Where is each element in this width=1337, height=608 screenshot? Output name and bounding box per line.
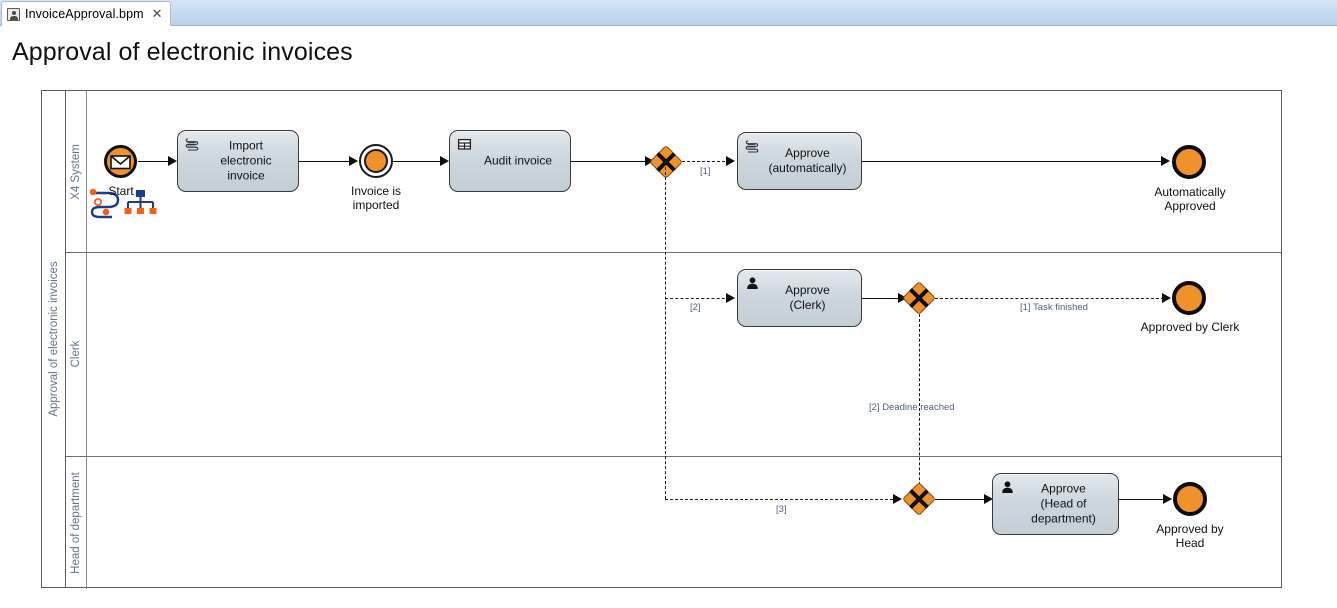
flow-approve-head-to-end (1119, 499, 1171, 500)
task-label: Approve (automatically) (768, 146, 847, 175)
flow-audit-to-gateway (571, 161, 651, 162)
flow-approve-clerk-to-gateway (862, 298, 904, 299)
task-approve-automatically[interactable]: Approve (automatically) (737, 132, 862, 190)
bpmn-diagram-canvas[interactable]: Approval of electronic invoices X4 Syste… (0, 70, 1337, 608)
flow-gateway-to-gateway-head (665, 499, 898, 500)
lane-clerk[interactable]: Clerk (66, 252, 1281, 456)
intermediate-event-invoice-imported[interactable] (359, 144, 393, 178)
flow-gateway-to-approve-clerk (665, 298, 730, 299)
arrowhead (168, 156, 177, 166)
exclusive-gateway-split[interactable] (649, 145, 683, 179)
task-approve-clerk[interactable]: Approve (Clerk) (737, 269, 862, 327)
flow-gateway-clerk-to-gateway-head (919, 314, 920, 500)
process-decoration-icon (89, 188, 157, 219)
user-icon (1002, 481, 1013, 493)
task-label: Import electronic invoice (220, 138, 272, 183)
arrowhead (1161, 156, 1170, 166)
start-message-event[interactable] (104, 145, 137, 178)
start-event-label: Start (108, 184, 134, 198)
close-icon[interactable]: ✕ (151, 6, 163, 22)
flow-approve-auto-to-end (862, 161, 1167, 162)
lane-divider-1 (66, 252, 1281, 253)
flow-start-to-import (138, 161, 174, 162)
arrowhead (1163, 494, 1172, 504)
flow-import-to-imported (299, 161, 355, 162)
task-label: Approve (Clerk) (785, 283, 830, 312)
lane-header-clerk: Clerk (66, 252, 87, 456)
arrowhead (726, 156, 735, 166)
task-import-electronic-invoice[interactable]: Import electronic invoice (177, 130, 299, 192)
arrowhead (440, 156, 449, 166)
lane-label-head-of-department: Head of department (70, 471, 82, 574)
arrowhead (726, 293, 735, 303)
tab-title: InvoiceApproval.bpm (25, 7, 144, 21)
lane-label-clerk: Clerk (70, 340, 82, 368)
arrowhead (984, 494, 993, 504)
user-icon (747, 277, 758, 289)
intermediate-event-label: Invoice is imported (350, 184, 402, 212)
end-event-label: Automatically Approved (1154, 185, 1226, 213)
flow-gateway-clerk-to-end (935, 298, 1169, 299)
task-label: Approve (Head of department) (1031, 481, 1096, 526)
flow-label-2: [2] (690, 302, 701, 313)
end-event-approved-by-head[interactable] (1173, 482, 1207, 516)
script-icon (185, 138, 199, 151)
end-event-automatically-approved[interactable] (1172, 145, 1206, 179)
flow-label-deadline-reached: [2] Deadine reached (869, 402, 955, 413)
pool-header: Approval of electronic invoices (42, 91, 66, 587)
lane-header-head-of-department: Head of department (66, 456, 87, 589)
event-inner-ring (364, 149, 388, 173)
page-title: Approval of electronic invoices (12, 38, 353, 66)
flow-gateway-head-to-task (935, 499, 991, 500)
pool-label: Approval of electronic invoices (47, 261, 60, 417)
task-label: Audit invoice (483, 153, 553, 168)
lane-header-x4-system: X4 System (66, 91, 87, 252)
flow-label-3: [3] (776, 504, 787, 515)
lane-divider-2 (66, 456, 1281, 457)
end-event-label: Approved by Clerk (1140, 320, 1240, 334)
exclusive-gateway-head[interactable] (902, 482, 936, 516)
process-file-icon (7, 7, 20, 21)
flow-label-task-finished: [1] Task finished (1020, 302, 1088, 313)
table-icon (457, 138, 472, 150)
arrowhead (893, 494, 902, 504)
flow-gateway-to-approve-auto (682, 161, 730, 162)
lane-head-of-department[interactable]: Head of department (66, 456, 1281, 589)
envelope-icon (110, 155, 131, 170)
lane-x4-system[interactable]: X4 System (66, 91, 1281, 252)
flow-rail-gateway-down (665, 162, 666, 499)
end-event-approved-by-clerk[interactable] (1172, 281, 1206, 315)
task-approve-head-of-department[interactable]: Approve (Head of department) (992, 473, 1119, 535)
arrowhead (349, 156, 358, 166)
flow-label-1: [1] (700, 166, 711, 177)
task-audit-invoice[interactable]: Audit invoice (449, 130, 571, 192)
arrowhead (1162, 293, 1171, 303)
script-icon (745, 140, 759, 153)
end-event-label: Approved by Head (1156, 522, 1224, 550)
flow-imported-to-audit (393, 161, 446, 162)
editor-tab-bar: InvoiceApproval.bpm ✕ (0, 0, 1337, 26)
editor-tab-invoiceapproval[interactable]: InvoiceApproval.bpm ✕ (1, 1, 171, 26)
exclusive-gateway-clerk[interactable] (902, 281, 936, 315)
